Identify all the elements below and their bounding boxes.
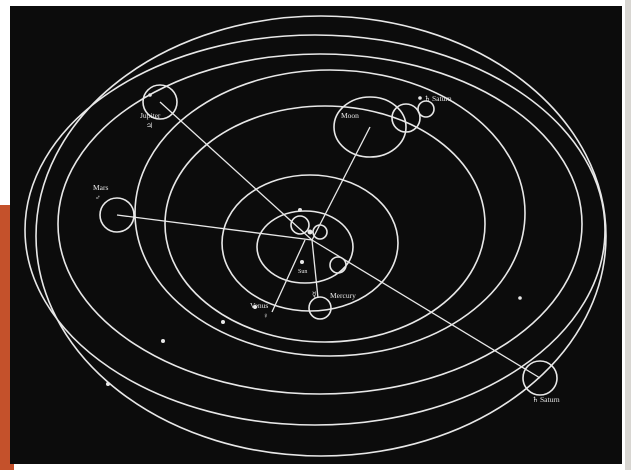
label-venus: Venus <box>250 301 268 310</box>
label-jupiter: Jupiter <box>140 111 161 120</box>
label-sun: Sun <box>298 269 307 275</box>
orbit-7 <box>36 16 606 456</box>
epicycle-small-upper-2 <box>418 101 434 117</box>
epicycle-center-2 <box>313 225 327 239</box>
orbit-marker <box>161 339 165 343</box>
orbit-marker <box>418 96 422 100</box>
orbit-marker <box>298 208 302 212</box>
orbit-marker <box>221 320 225 324</box>
orbit-marker <box>106 382 110 386</box>
epicycle-center-1 <box>291 216 309 234</box>
label-moon: Moon <box>341 111 359 120</box>
orbit-6 <box>25 35 605 425</box>
symbol-venus: ♀ <box>263 311 269 320</box>
orbit-marker <box>308 230 313 235</box>
orbit-marker <box>148 93 152 97</box>
symbol-jupiter: ♃ <box>146 121 153 130</box>
label-mars: Mars <box>93 183 108 192</box>
orbit-marker <box>518 296 522 300</box>
symbol-mercury: ☿ <box>312 290 317 299</box>
line-mars <box>117 215 312 240</box>
epicycle-mercury <box>309 297 331 319</box>
label-saturn: Saturn <box>540 395 560 404</box>
label-saturn-top: Saturn <box>432 94 452 103</box>
line-saturn <box>312 240 540 378</box>
orbit-3 <box>165 106 485 342</box>
orbit-marker <box>300 260 304 264</box>
orbit-2 <box>222 175 398 311</box>
label-mercury: Mercury <box>330 291 356 300</box>
symbol-mars: ♂ <box>95 193 101 202</box>
symbol-saturn: ♄ <box>532 395 539 404</box>
symbol-saturn-top: ♄ <box>424 94 431 103</box>
